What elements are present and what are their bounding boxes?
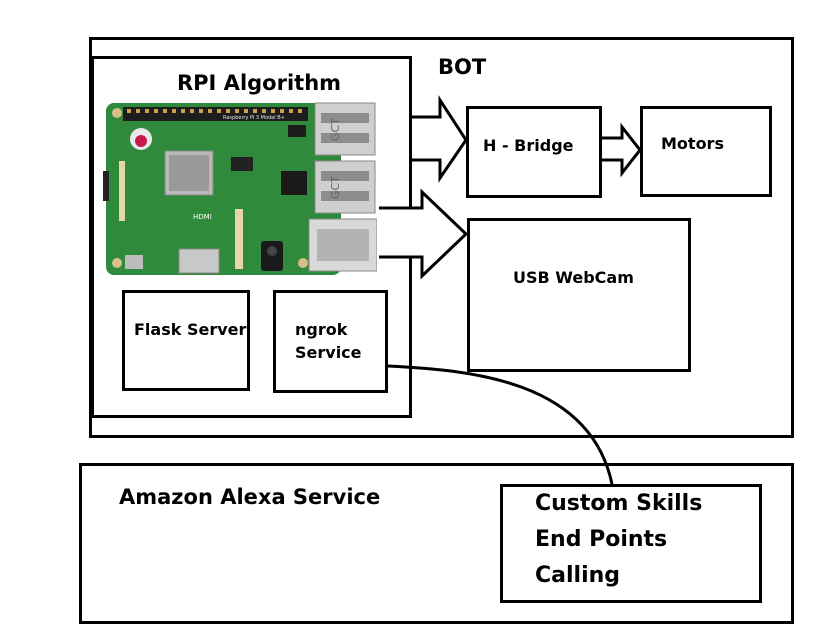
custom-skills-box (500, 484, 762, 603)
amazon-alexa-service-box (79, 463, 794, 624)
flask-server-box (122, 290, 250, 391)
board-print: Raspberry Pi 3 Model B+ (223, 115, 285, 121)
mount-hole (298, 258, 308, 268)
rpi-to-webcam-arrow (379, 188, 469, 280)
side-connector (103, 171, 109, 201)
mount-hole (112, 108, 122, 118)
ngrok-service-box (273, 290, 388, 393)
custom-skills-line: Custom Skills (535, 491, 703, 516)
h-bridge-box (466, 106, 602, 198)
h-bridge-label: H - Bridge (483, 136, 574, 155)
rpi-title: RPI Algorithm (177, 71, 342, 95)
calling-line: Calling (535, 563, 621, 588)
mount-hole (112, 258, 122, 268)
rpi-to-hbridge-arrow (412, 94, 468, 183)
poe-header (288, 125, 306, 137)
bot-container (89, 37, 794, 438)
wifi-chip (231, 157, 253, 171)
gpio-pins (127, 109, 302, 113)
hdmi-text: HDMI (193, 213, 212, 221)
usb-port-bottom (314, 160, 376, 214)
usb-webcam-label: USB WebCam (513, 268, 634, 287)
flask-server-label: Flask Server (134, 320, 247, 339)
motors-box (640, 106, 772, 197)
raspberry-pi-board-image: HDMI GCT GCT Raspberry Pi 3 Model B+ (103, 102, 377, 275)
hbridge-to-motors-arrow (602, 122, 642, 178)
usb-port-top (314, 102, 376, 156)
usb-text-bottom: GCT (329, 176, 342, 199)
hdmi-port (178, 248, 220, 274)
usb-text-top: GCT (329, 118, 342, 141)
ngrok-service-label: ngrok Service (295, 320, 362, 363)
end-points-line: End Points (535, 527, 668, 552)
ngrok-to-skills-line (387, 364, 614, 485)
usb-webcam-box (467, 218, 691, 372)
display-connector (119, 161, 125, 221)
lan-chip (281, 171, 307, 195)
camera-connector (235, 209, 243, 269)
amazon-alexa-service-label: Amazon Alexa Service (119, 485, 381, 509)
gpio-header (123, 107, 308, 121)
motors-label: Motors (661, 134, 724, 153)
bot-title: BOT (438, 55, 487, 79)
pcb (106, 103, 341, 275)
power-port (125, 255, 143, 269)
